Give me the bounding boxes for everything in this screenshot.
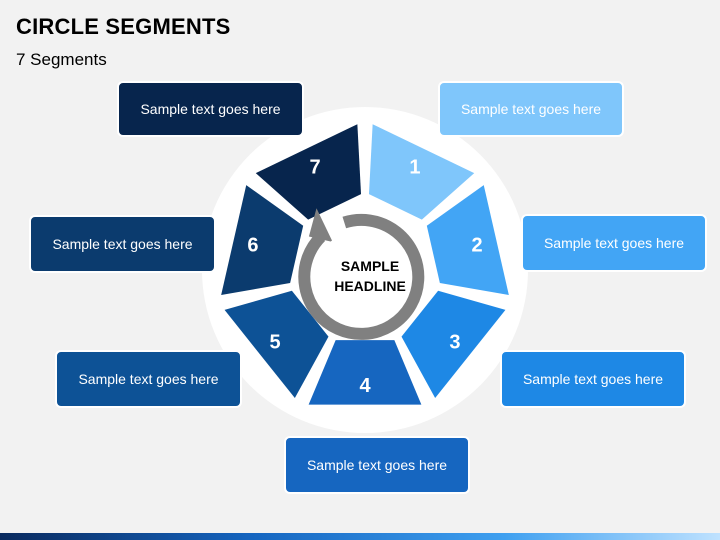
center-headline-line2: HEADLINE	[334, 278, 406, 294]
segment-4-text-box: Sample text goes here	[284, 436, 470, 494]
segment-5	[224, 290, 329, 399]
segment-5-number: 5	[270, 332, 281, 354]
segment-7-number: 7	[310, 156, 321, 178]
segments-layer: 1 2 3 4 5 6 7	[221, 124, 509, 405]
segment-6-text: Sample text goes here	[52, 236, 193, 252]
segment-6	[221, 185, 304, 295]
segment-3-number: 3	[449, 332, 460, 354]
segment-2	[426, 185, 509, 295]
segment-2-text: Sample text goes here	[543, 235, 685, 251]
segment-3	[401, 290, 506, 399]
slide-title: CIRCLE SEGMENTS	[16, 14, 231, 39]
slide-subtitle: 7 Segments	[16, 50, 107, 69]
segment-7	[255, 124, 362, 220]
segment-6-text-box: Sample text goes here	[29, 215, 216, 273]
segment-3-text: Sample text goes here	[522, 371, 664, 387]
segment-1	[368, 124, 475, 220]
segment-6-number: 6	[247, 234, 258, 256]
segment-4-number: 4	[359, 375, 371, 397]
circular-arrow-icon	[298, 208, 425, 340]
segment-3-text-box: Sample text goes here	[500, 350, 686, 408]
segment-7-text-box: Sample text goes here	[117, 81, 304, 137]
segment-1-text: Sample text goes here	[460, 101, 602, 117]
segment-1-text-box: Sample text goes here	[438, 81, 624, 137]
segment-4-text: Sample text goes here	[306, 457, 448, 473]
center-headline-line1: SAMPLE	[341, 258, 399, 274]
segment-7-text: Sample text goes here	[140, 101, 281, 117]
bottom-gradient-bar	[0, 533, 720, 540]
segment-5-text-box: Sample text goes here	[55, 350, 242, 408]
segment-2-number: 2	[472, 234, 483, 256]
segment-1-number: 1	[409, 156, 420, 178]
segment-4	[308, 340, 422, 405]
segment-5-text: Sample text goes here	[78, 371, 219, 387]
segment-2-text-box: Sample text goes here	[521, 214, 707, 272]
